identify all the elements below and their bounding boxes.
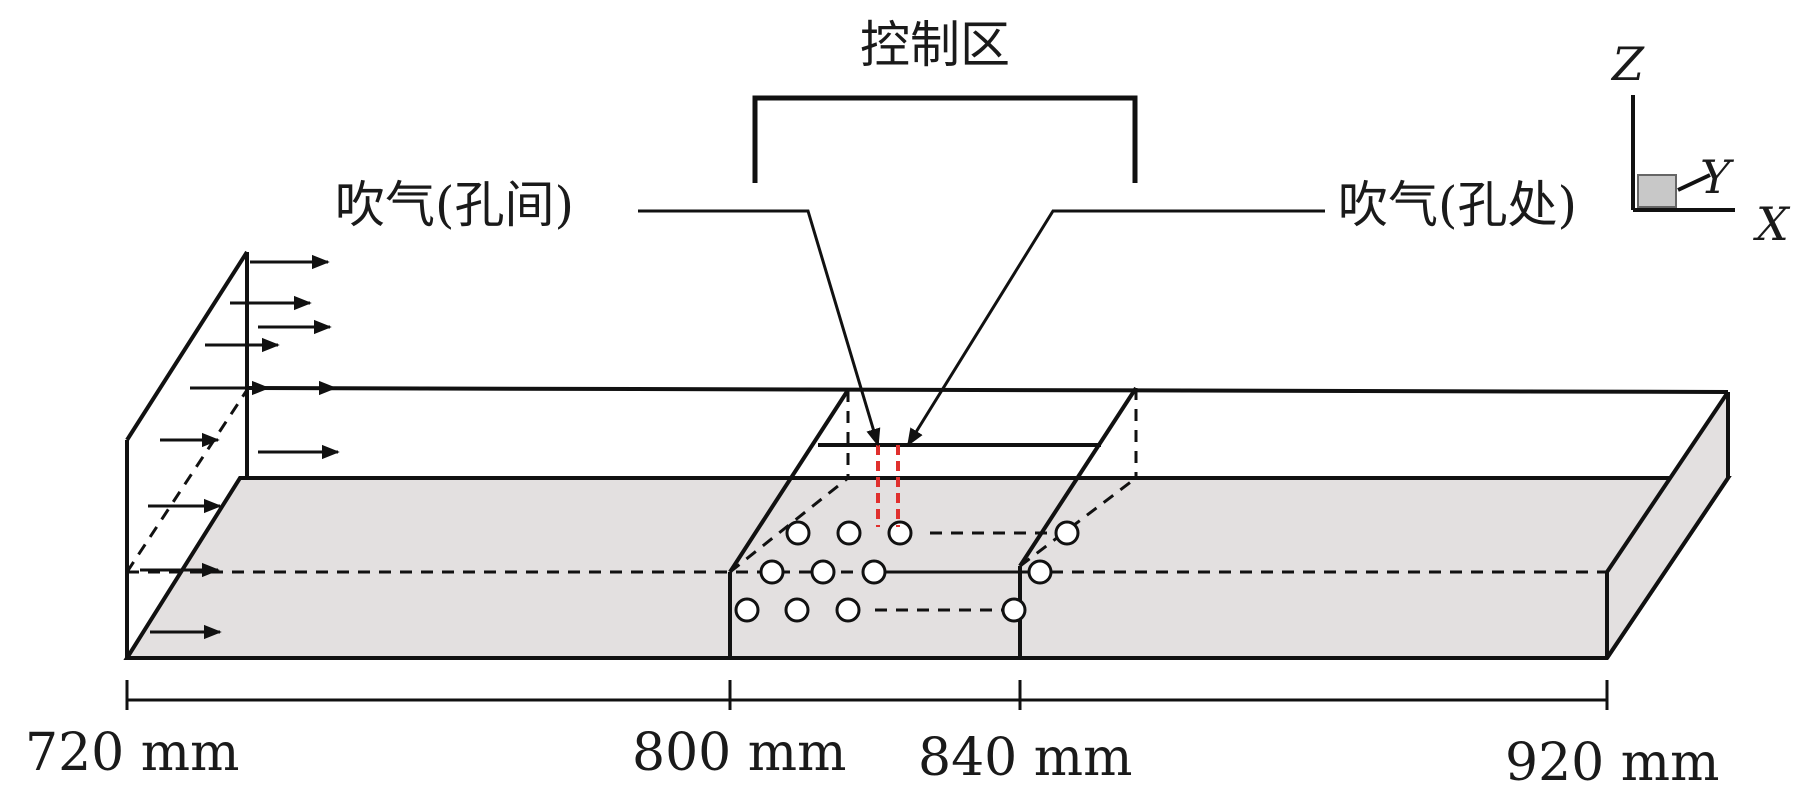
blow-at-holes-label: 吹气(孔处) xyxy=(1338,176,1577,234)
hole xyxy=(1001,597,1027,623)
inflow-arrows xyxy=(140,254,340,640)
axis-triad xyxy=(1631,95,1735,212)
hole xyxy=(1054,520,1080,546)
blow-between-holes-label: 吹气(孔间) xyxy=(335,176,574,234)
hole xyxy=(734,597,760,623)
axis-origin-cube xyxy=(1637,174,1677,208)
dimension-label-720: 720 mm xyxy=(25,723,239,783)
hole xyxy=(835,597,861,623)
hole xyxy=(1027,559,1053,585)
dimension-label-840: 840 mm xyxy=(918,728,1132,788)
hole xyxy=(836,520,862,546)
channel-floor xyxy=(123,476,1732,660)
hole xyxy=(785,520,811,546)
z-axis-label: Z xyxy=(1610,37,1645,91)
dimension-bar xyxy=(125,680,1609,710)
y-axis-label: Y xyxy=(1700,150,1735,204)
control-zone-bracket xyxy=(752,95,1138,183)
blowing-slots xyxy=(876,445,900,527)
leader-lines xyxy=(638,209,1325,447)
hole xyxy=(887,520,913,546)
hole xyxy=(784,597,810,623)
control-zone-label: 控制区 xyxy=(860,16,1010,74)
channel-floor-front xyxy=(1607,390,1728,658)
hole xyxy=(810,559,836,585)
hole xyxy=(861,559,887,585)
hole-grid xyxy=(734,520,1080,623)
hole xyxy=(759,559,785,585)
x-axis-label: X xyxy=(1753,197,1791,251)
channel-wireframe xyxy=(125,250,1730,660)
dimension-label-800: 800 mm xyxy=(632,723,846,783)
dimension-label-920: 920 mm xyxy=(1505,733,1719,793)
